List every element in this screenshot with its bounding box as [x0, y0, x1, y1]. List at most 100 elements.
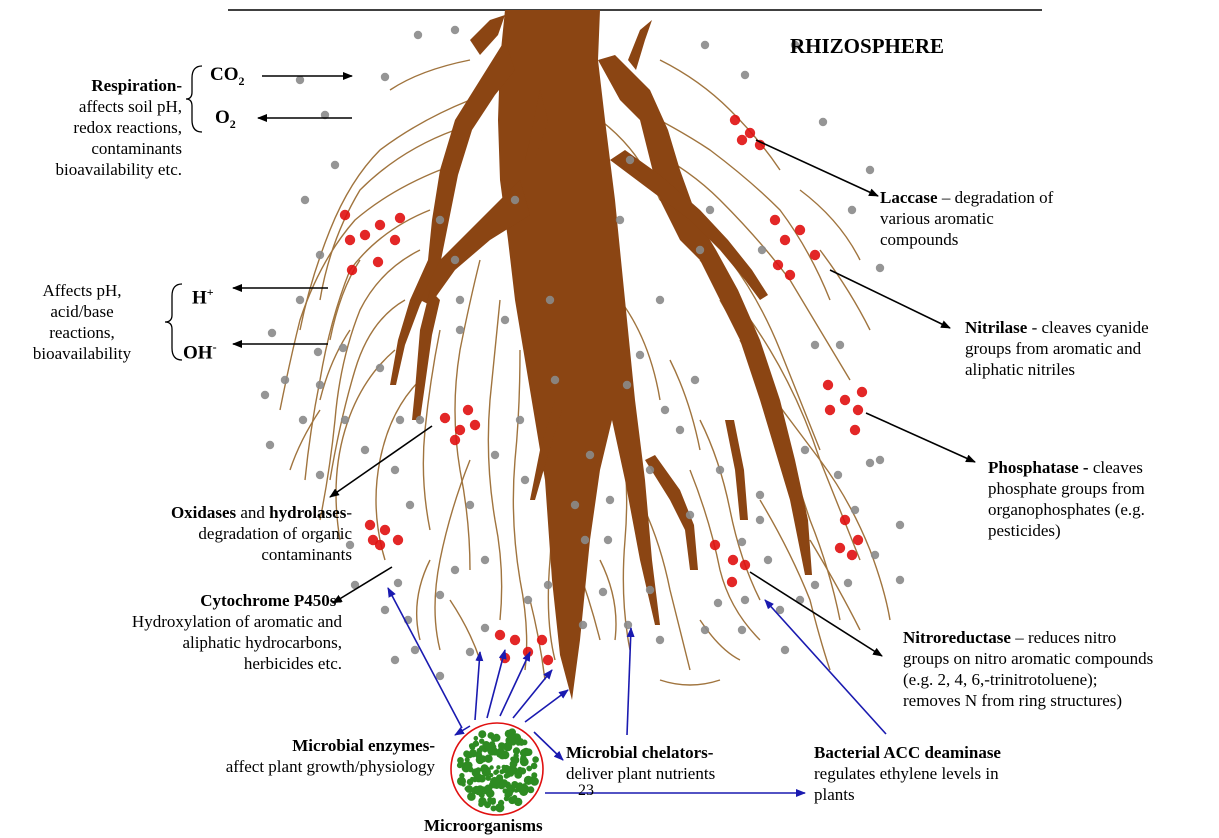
- colony-cell: [478, 802, 484, 808]
- gray-microbe: [626, 156, 634, 164]
- o2-label: O2: [215, 107, 236, 135]
- red-microbe: [543, 655, 553, 665]
- gray-microbe: [764, 556, 772, 564]
- colony-cell: [506, 737, 515, 746]
- cytochrome-label: Cytochrome P450s- Hydroxylation of aroma…: [20, 590, 342, 674]
- gray-microbe: [524, 596, 532, 604]
- gray-microbe: [436, 672, 444, 680]
- colony-cell: [507, 790, 513, 796]
- colony-cell: [510, 757, 515, 762]
- colony-cell: [522, 740, 528, 746]
- respiration-brace: [184, 64, 208, 134]
- rootlet: [800, 190, 860, 260]
- colony-cell: [504, 796, 509, 801]
- gray-microbe: [381, 606, 389, 614]
- gray-microbe: [281, 376, 289, 384]
- microorganism-colony: [451, 723, 543, 815]
- red-microbe: [365, 520, 375, 530]
- red-microbe: [380, 525, 390, 535]
- gray-microbe: [586, 451, 594, 459]
- gray-microbe: [296, 296, 304, 304]
- gray-microbe: [738, 538, 746, 546]
- red-microbe: [450, 435, 460, 445]
- gray-microbe: [819, 118, 827, 126]
- colony-cell: [478, 730, 486, 738]
- red-microbe: [847, 550, 857, 560]
- colony-cell: [474, 736, 479, 741]
- oxidases-label: Oxidases and hydrolases- degradation of …: [30, 502, 352, 565]
- colony-cell: [475, 787, 483, 795]
- colony-cell: [530, 777, 539, 786]
- gray-microbe: [866, 166, 874, 174]
- colony-cell: [526, 766, 532, 772]
- gray-microbe: [296, 76, 304, 84]
- gray-microbe: [406, 501, 414, 509]
- red-microbe: [785, 270, 795, 280]
- red-microbe: [840, 515, 850, 525]
- gray-microbe: [623, 381, 631, 389]
- gray-microbe: [491, 451, 499, 459]
- gray-microbe: [834, 471, 842, 479]
- red-microbe: [840, 395, 850, 405]
- rootlet: [390, 60, 470, 90]
- gray-microbe: [741, 596, 749, 604]
- gray-microbe: [656, 296, 664, 304]
- gray-microbe: [544, 581, 552, 589]
- colony-cell: [457, 777, 466, 786]
- gray-microbe: [391, 466, 399, 474]
- colony-cell: [527, 786, 534, 793]
- colony-cell: [484, 801, 491, 808]
- gray-microbe: [551, 376, 559, 384]
- rootlet: [435, 460, 470, 650]
- colony-cell: [489, 765, 493, 769]
- red-microbe: [463, 405, 473, 415]
- red-microbe: [375, 220, 385, 230]
- colony-cell: [493, 785, 497, 789]
- co2-label: CO2: [210, 64, 245, 92]
- gray-microbe: [436, 591, 444, 599]
- rootlet: [660, 60, 780, 170]
- gray-microbe: [836, 341, 844, 349]
- gray-microbe: [391, 656, 399, 664]
- colony-cell: [484, 785, 492, 793]
- gray-microbe: [616, 216, 624, 224]
- red-microbe: [823, 380, 833, 390]
- red-microbe: [825, 405, 835, 415]
- acc-deaminase-label: Bacterial ACC deaminase regulates ethyle…: [814, 742, 1001, 805]
- ph-label: Affects pH, acid/base reactions, bioavai…: [2, 280, 162, 364]
- gray-microbe: [811, 581, 819, 589]
- colony-cell: [484, 755, 492, 763]
- gray-microbe: [451, 256, 459, 264]
- colony-cell: [478, 775, 486, 783]
- red-microbe: [393, 535, 403, 545]
- red-microbe: [857, 387, 867, 397]
- gray-microbe: [516, 416, 524, 424]
- laccase-arrow: [756, 140, 878, 196]
- gray-microbe: [624, 621, 632, 629]
- red-microbe: [745, 128, 755, 138]
- red-microbe: [440, 413, 450, 423]
- gray-microbe: [416, 416, 424, 424]
- colony-cell: [506, 773, 511, 778]
- red-microbe: [810, 250, 820, 260]
- red-microbe: [395, 213, 405, 223]
- gray-microbe: [606, 496, 614, 504]
- colony-cell: [502, 765, 507, 770]
- gray-microbe: [716, 466, 724, 474]
- gray-microbe: [451, 26, 459, 34]
- gray-microbe: [466, 501, 474, 509]
- colony-cell: [513, 747, 520, 754]
- rootlet: [660, 680, 720, 685]
- microorganisms-label: Microorganisms: [424, 815, 543, 836]
- red-microbe: [795, 225, 805, 235]
- gray-microbe: [456, 326, 464, 334]
- red-microbe: [360, 230, 370, 240]
- gray-microbe: [481, 556, 489, 564]
- red-microbe: [853, 405, 863, 415]
- gray-microbe: [581, 536, 589, 544]
- nitrilase-arrow: [830, 270, 950, 328]
- gray-microbe: [599, 588, 607, 596]
- gray-microbe: [604, 536, 612, 544]
- gray-microbe: [546, 296, 554, 304]
